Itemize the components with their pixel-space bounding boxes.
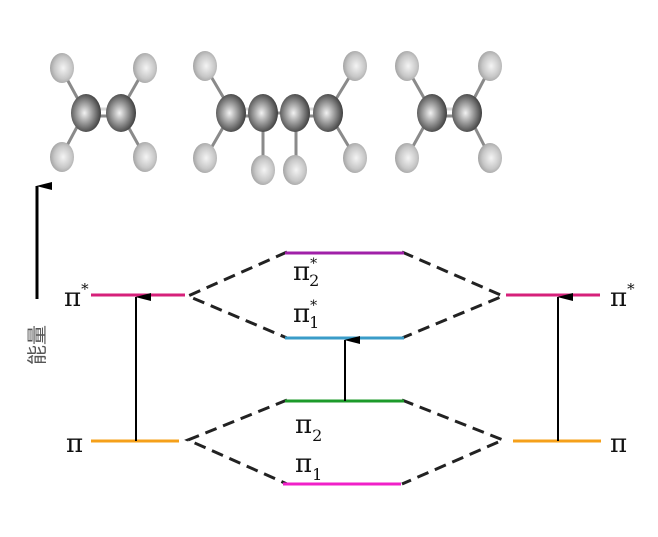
hydrogen-atom [50, 53, 74, 83]
label-center-pi2: π2 [295, 410, 322, 445]
ethylene-molecule-left [50, 53, 157, 172]
label-right-pi: π [610, 429, 627, 459]
correlation-line-right-lower [401, 398, 507, 486]
hydrogen-atom [193, 51, 217, 81]
ethylene-molecule-right [395, 51, 502, 173]
hydrogen-atom [478, 143, 502, 173]
carbon-atom [417, 94, 447, 132]
hydrogen-atom [395, 51, 419, 81]
label-left-pi-star: π* [64, 280, 89, 313]
hydrogen-atom [343, 143, 367, 173]
hydrogen-atom [50, 142, 74, 172]
label-center-pi1-star: π*1 [293, 298, 319, 332]
correlation-line-left-upper [184, 250, 288, 340]
label-left-pi: π [66, 429, 83, 459]
carbon-atom [71, 94, 101, 132]
label-center-pi1: π1 [295, 449, 322, 484]
hydrogen-atom [283, 155, 307, 185]
correlation-lines [184, 250, 507, 486]
energy-axis-label: 能量 [25, 325, 49, 365]
hydrogen-atom [343, 51, 367, 81]
hydrogen-atom [193, 143, 217, 173]
hydrogen-atom [478, 51, 502, 81]
carbon-atom [452, 94, 482, 132]
hydrogen-atom [251, 155, 275, 185]
carbon-atom [280, 94, 310, 132]
butadiene-molecule [193, 51, 367, 185]
correlation-line-right-upper [401, 250, 507, 340]
correlation-line-left-lower [184, 398, 288, 486]
carbon-atom [106, 94, 136, 132]
hydrogen-atom [133, 53, 157, 83]
label-right-pi-star: π* [610, 280, 635, 313]
hydrogen-atom [133, 142, 157, 172]
carbon-atom [248, 94, 278, 132]
label-center-pi2-star: π*2 [293, 256, 319, 290]
carbon-atom [216, 94, 246, 132]
hydrogen-atom [395, 143, 419, 173]
carbon-atom [313, 94, 343, 132]
